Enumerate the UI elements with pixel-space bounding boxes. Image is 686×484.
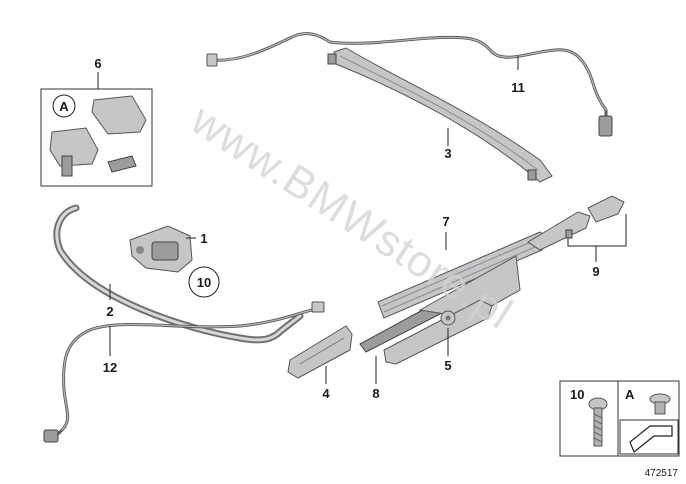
callout-6: 6 bbox=[94, 56, 101, 71]
part-3-front-rail bbox=[327, 47, 553, 183]
callout-11: 11 bbox=[511, 80, 525, 95]
screw-icon bbox=[649, 393, 671, 415]
part-9-guide-pieces bbox=[527, 195, 625, 251]
legend-a-label: A bbox=[625, 387, 635, 402]
callout-12: 12 bbox=[103, 360, 117, 375]
leader-lines bbox=[97, 56, 627, 384]
callout-4: 4 bbox=[322, 386, 330, 401]
part-12-drain-hose bbox=[43, 301, 325, 443]
callout-2: 2 bbox=[106, 304, 113, 319]
part-1-drive-motor bbox=[129, 225, 193, 273]
part-11-drain-hose bbox=[206, 32, 613, 137]
legend-10-label: 10 bbox=[570, 387, 584, 402]
callout-9: 9 bbox=[592, 264, 599, 279]
callout-3: 3 bbox=[444, 146, 451, 161]
arrow-icon bbox=[619, 419, 679, 455]
fastener-legend: 10 A bbox=[559, 380, 680, 457]
callout-5: 5 bbox=[444, 358, 451, 373]
callout-7: 7 bbox=[442, 214, 449, 229]
part-4-guide-block bbox=[287, 325, 353, 379]
diagram-id: 472517 bbox=[645, 468, 679, 479]
callout-8: 8 bbox=[372, 386, 379, 401]
callout-1: 1 bbox=[200, 231, 207, 246]
callout-10: 10 bbox=[197, 275, 211, 290]
screw-icon bbox=[588, 397, 608, 447]
part-5-mechanism bbox=[383, 299, 493, 365]
detail-a-label: A bbox=[59, 99, 69, 114]
part-2-seal-frame bbox=[53, 204, 304, 344]
detail-box-6: A bbox=[40, 88, 153, 187]
callout-10-circle bbox=[188, 266, 220, 298]
